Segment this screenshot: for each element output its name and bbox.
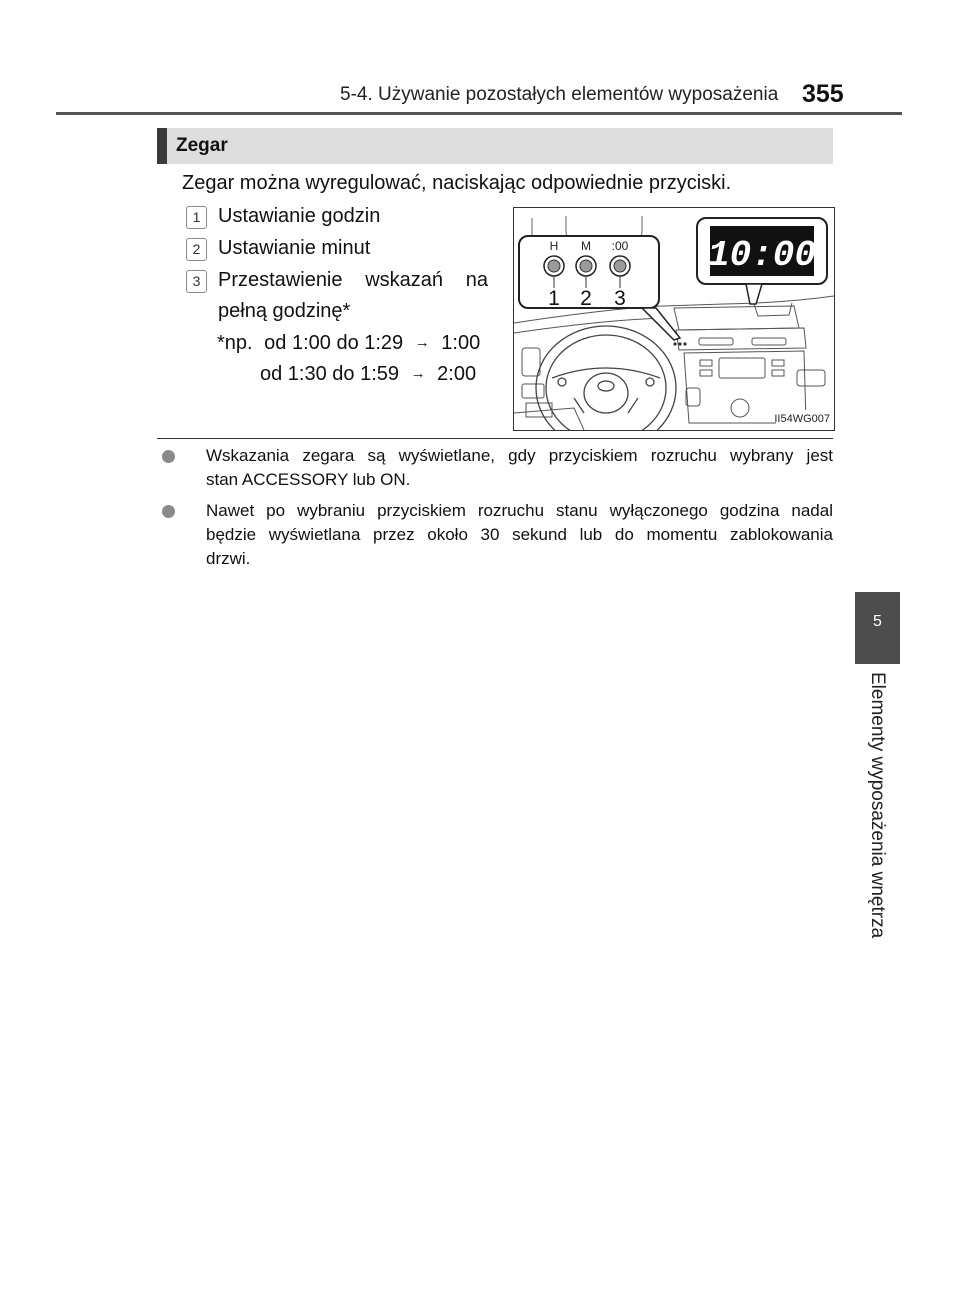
item-number-badge: 2 bbox=[186, 238, 207, 261]
chapter-side-tab bbox=[855, 592, 900, 664]
clock-illustration: H M :00 1 2 3 10:00 bbox=[513, 207, 835, 431]
section-heading-marker bbox=[157, 128, 167, 164]
arrow-icon: → bbox=[410, 365, 426, 382]
item-label: Przestawienie wskazań na bbox=[218, 269, 488, 291]
figure-code: II54WG007 bbox=[774, 413, 830, 425]
callout-2: 2 bbox=[580, 287, 592, 310]
callout-numbers: 1 2 3 bbox=[548, 287, 626, 310]
button-label-m: M bbox=[581, 239, 591, 253]
round-button-cap bbox=[613, 259, 627, 273]
item-label: Ustawianie godzin bbox=[218, 205, 381, 227]
intro-paragraph: Zegar można wyregulować, naciskając odpo… bbox=[182, 172, 732, 194]
meter-hood bbox=[531, 216, 643, 239]
item-label: Ustawianie minut bbox=[218, 237, 371, 259]
button-labels: H M :00 bbox=[550, 239, 629, 253]
arrow-icon: → bbox=[414, 334, 430, 351]
callout-3: 3 bbox=[614, 287, 626, 310]
clock-display-screen bbox=[710, 226, 814, 276]
figure-code-background bbox=[776, 410, 832, 426]
bullet-note-line: Nawet po wybraniu przyciskiem rozruchu s… bbox=[206, 501, 833, 520]
bullet-icon bbox=[162, 450, 175, 463]
running-header-title: 5-4. Używanie pozostałych elementów wypo… bbox=[340, 84, 779, 105]
dash-clock-buttons bbox=[673, 342, 687, 346]
example-note-result: 1:00 bbox=[441, 332, 481, 354]
section-title: Zegar bbox=[176, 135, 228, 156]
bullet-icon bbox=[162, 505, 175, 518]
bullet-note-line: Wskazania zegara są wyświetlane, gdy prz… bbox=[206, 446, 833, 465]
display-pointer bbox=[745, 283, 764, 305]
item-number-badge: 1 bbox=[186, 206, 207, 229]
example-note-result: 2:00 bbox=[437, 363, 477, 385]
chapter-label: Elementy wyposażenia wnętrza bbox=[867, 672, 888, 939]
callout-leaders bbox=[553, 276, 621, 288]
minute-button-cap bbox=[579, 259, 593, 273]
page-number: 355 bbox=[802, 80, 844, 108]
button-label-00: :00 bbox=[612, 239, 629, 253]
example-note-range: od 1:00 do 1:29 bbox=[264, 332, 404, 354]
steering-wheel bbox=[535, 325, 677, 430]
button-label-h: H bbox=[550, 239, 559, 253]
section-heading-bar: Zegar bbox=[157, 128, 833, 164]
example-note-row: *np. od 1:00 do 1:29 → 1:00 bbox=[217, 332, 480, 355]
dashboard-outline bbox=[514, 295, 834, 430]
section-separator bbox=[157, 438, 833, 439]
clock-display-time: 10:00 bbox=[708, 235, 816, 276]
example-note-row: od 1:30 do 1:59 → 2:00 bbox=[260, 363, 476, 386]
callout-1: 1 bbox=[548, 287, 560, 310]
clock-buttons bbox=[543, 255, 631, 277]
inset-pointer bbox=[640, 307, 682, 341]
hour-button-cap bbox=[547, 259, 561, 273]
dashboard-clock-drawing: H M :00 1 2 3 10:00 bbox=[514, 216, 834, 430]
item-label-continuation: pełną godzinę* bbox=[218, 300, 351, 322]
bullet-note-line: drzwi. bbox=[206, 549, 251, 568]
item-number-badge: 3 bbox=[186, 270, 207, 293]
bullet-note-line: będzie wyświetlana przez około 30 sekund… bbox=[206, 525, 833, 544]
header-rule bbox=[56, 112, 902, 115]
example-note-range: od 1:30 do 1:59 bbox=[260, 363, 400, 385]
chapter-number: 5 bbox=[873, 613, 882, 630]
example-note-prefix: *np. bbox=[217, 332, 253, 354]
bullet-note-line: stan ACCESSORY lub ON. bbox=[206, 470, 411, 489]
